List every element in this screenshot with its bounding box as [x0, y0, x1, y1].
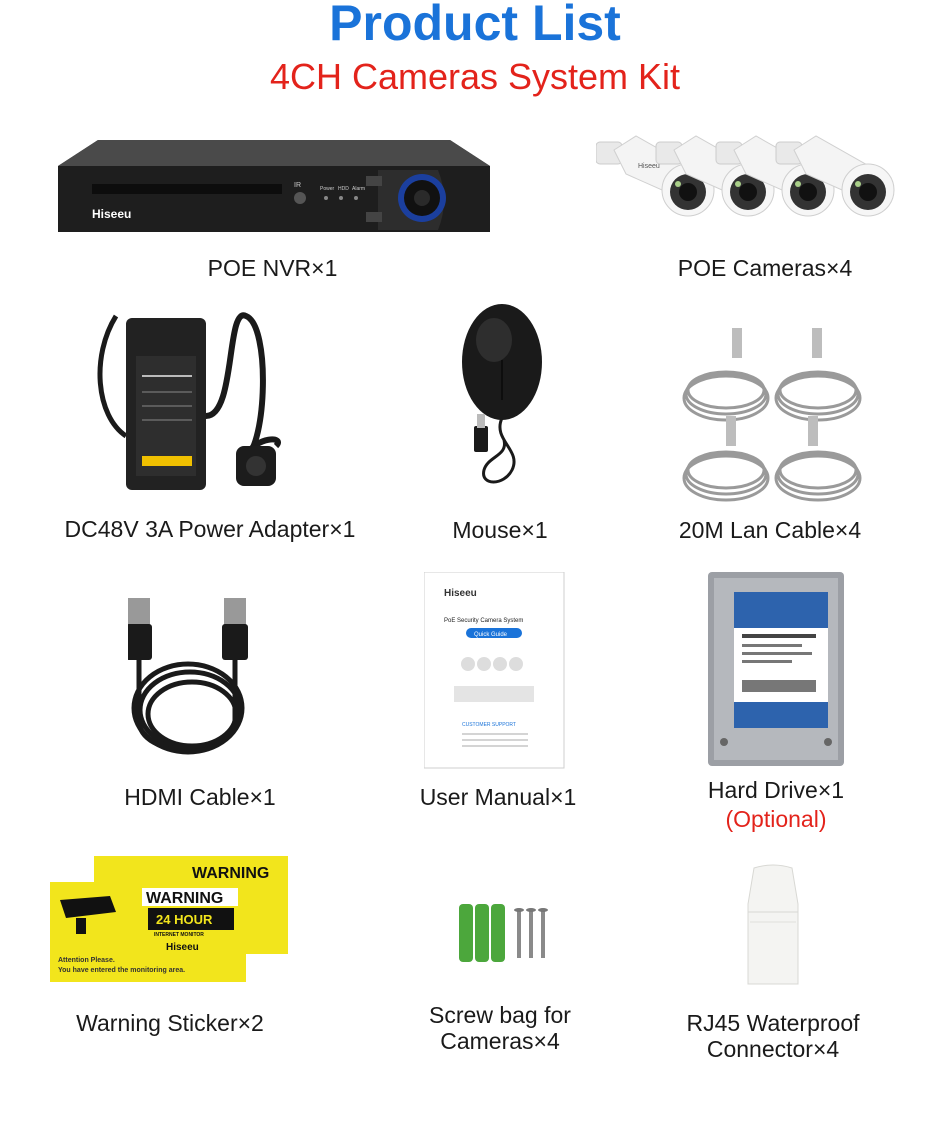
- svg-text:Quick Guide: Quick Guide: [474, 632, 508, 638]
- screw-bag-image: [455, 898, 555, 968]
- hard-drive-label: Hard Drive×1: [707, 777, 845, 803]
- item-label-cameras: POE Cameras×4: [677, 255, 853, 281]
- svg-text:You have entered the monitorin: You have entered the monitoring area.: [58, 967, 185, 974]
- item-label-user-manual: User Manual×1: [419, 784, 577, 810]
- svg-text:INTERNET MONITOR: INTERNET MONITOR: [154, 932, 204, 938]
- usb-mouse-image: [452, 300, 552, 510]
- svg-text:IR: IR: [294, 182, 301, 189]
- rj45-label-line2: Connector×4: [706, 1036, 840, 1062]
- item-label-mouse: Mouse×1: [452, 517, 548, 543]
- svg-text:CUSTOMER SUPPORT: CUSTOMER SUPPORT: [462, 722, 516, 728]
- power-adapter-image: [96, 296, 306, 496]
- warning-stickers-image: WARNING WARNING 24 HOUR INTERNET MONITOR…: [50, 856, 290, 984]
- hard-drive-image: [708, 572, 844, 766]
- hdmi-cable-image: [128, 590, 266, 770]
- item-label-hdmi-cable: HDMI Cable×1: [124, 784, 276, 810]
- page-subtitle: 4CH Cameras System Kit: [269, 56, 681, 97]
- item-label-screw-bag: Screw bag for Cameras×4: [400, 1002, 600, 1054]
- item-label-lan-cable: 20M Lan Cable×4: [678, 517, 862, 543]
- bullet-cameras-image: Hiseeu: [596, 128, 906, 232]
- svg-text:Power: Power: [320, 186, 335, 192]
- svg-text:WARNING: WARNING: [192, 865, 269, 882]
- svg-text:Hiseeu: Hiseeu: [444, 588, 477, 599]
- svg-text:Hiseeu: Hiseeu: [638, 163, 660, 170]
- svg-text:24 HOUR: 24 HOUR: [156, 912, 213, 927]
- item-label-hard-drive: Hard Drive×1 (Optional): [668, 777, 884, 833]
- item-label-rj45-connector: RJ45 Waterproof Connector×4: [656, 1010, 890, 1062]
- user-manual-image: Hiseeu PoE Security Camera System Quick …: [424, 572, 566, 770]
- page-title: Product List: [329, 0, 621, 51]
- screw-bag-label-line2: Cameras×4: [440, 1028, 560, 1054]
- svg-text:Alarm: Alarm: [352, 186, 365, 192]
- svg-text:WARNING: WARNING: [146, 890, 223, 907]
- rj45-label-line1: RJ45 Waterproof: [686, 1010, 860, 1036]
- svg-text:Attention Please.: Attention Please.: [58, 957, 115, 964]
- item-label-warning-sticker: Warning Sticker×2: [76, 1010, 264, 1036]
- svg-text:Hiseeu: Hiseeu: [92, 207, 131, 221]
- nvr-recorder-image: IR Power HDD Alarm Hiseeu: [58, 140, 490, 236]
- svg-text:HDD: HDD: [338, 186, 349, 192]
- rj45-connector-image: [740, 864, 806, 988]
- svg-text:Hiseeu: Hiseeu: [166, 942, 199, 953]
- lan-cable-coils-image: [680, 320, 866, 506]
- svg-text:PoE Security Camera System: PoE Security Camera System: [444, 618, 523, 624]
- screw-bag-label-line1: Screw bag for: [429, 1002, 571, 1028]
- optional-note: (Optional): [725, 806, 827, 832]
- item-label-nvr: POE NVR×1: [207, 255, 338, 281]
- item-label-power-adapter: DC48V 3A Power Adapter×1: [64, 516, 356, 542]
